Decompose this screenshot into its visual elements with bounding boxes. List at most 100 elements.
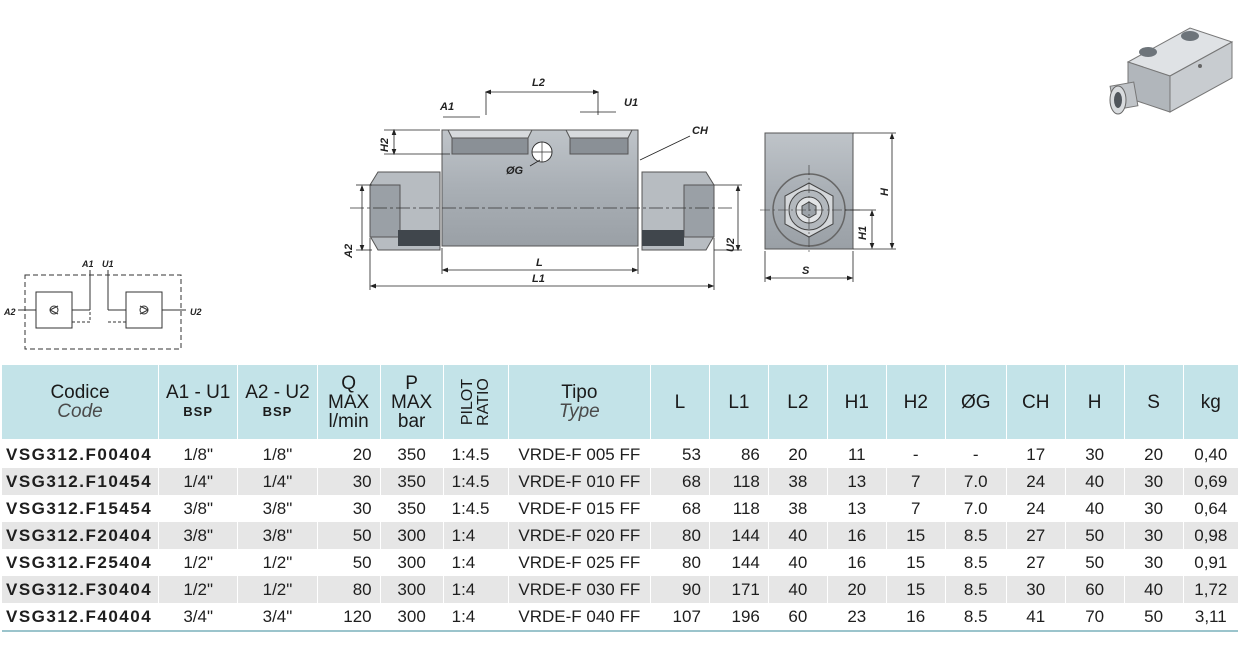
cell-a1u1: 3/8" <box>158 495 238 522</box>
cell-p: 350 <box>379 495 444 522</box>
cell-type: VRDE-F 040 FF <box>507 603 651 631</box>
schem-a2: A2 <box>3 307 16 317</box>
cell-ch: 24 <box>1005 468 1066 495</box>
cell-h2: 7 <box>885 468 946 495</box>
cell-l1: 171 <box>708 576 769 603</box>
cell-g: 7.0 <box>944 468 1007 495</box>
cell-q: 50 <box>316 549 381 576</box>
side-dimensions <box>764 132 896 282</box>
cell-l2: 40 <box>767 549 828 576</box>
col-l1: L1 <box>708 365 769 441</box>
cell-l1: 144 <box>708 549 769 576</box>
cell-h2: 7 <box>885 495 946 522</box>
dim-l2: L2 <box>532 77 545 89</box>
cell-kg: 1,72 <box>1182 576 1238 603</box>
cell-g: 8.5 <box>944 549 1007 576</box>
technical-drawing: L2 A1 U1 CH H2 ØG A2 U2 L L1 H H1 S <box>3 27 1234 350</box>
col-s: S <box>1123 365 1184 441</box>
cell-p: 300 <box>379 522 444 549</box>
dim-g: ØG <box>506 165 524 177</box>
col-l2: L2 <box>767 365 828 441</box>
cell-q: 50 <box>316 522 381 549</box>
cell-code: VSG312.F15454 <box>2 495 159 522</box>
table-row: VSG312.F40404 3/4" 3/4" 120 300 1:4 VRDE… <box>2 603 1238 631</box>
col-ch: CH <box>1005 365 1066 441</box>
cell-type: VRDE-F 015 FF <box>507 495 651 522</box>
cell-a1u1: 1/8" <box>158 440 238 468</box>
cell-a2u2: 1/4" <box>237 468 318 495</box>
cell-a2u2: 3/8" <box>237 495 318 522</box>
cell-h2: 15 <box>885 576 946 603</box>
table-row: VSG312.F30404 1/2" 1/2" 80 300 1:4 VRDE-… <box>2 576 1238 603</box>
cell-ratio: 1:4.5 <box>442 440 509 468</box>
cell-h1: 16 <box>826 522 887 549</box>
schem-a1: A1 <box>81 259 94 269</box>
cell-ratio: 1:4 <box>442 522 509 549</box>
cell-l2: 60 <box>767 603 828 631</box>
cell-p: 300 <box>379 549 444 576</box>
hydraulic-schematic <box>18 270 186 350</box>
cell-type: VRDE-F 020 FF <box>507 522 651 549</box>
cell-h: 30 <box>1064 440 1125 468</box>
cell-h: 50 <box>1064 522 1125 549</box>
cell-code: VSG312.F10454 <box>2 468 159 495</box>
cell-kg: 3,11 <box>1182 603 1238 631</box>
cell-a2u2: 3/4" <box>237 603 318 631</box>
cell-l1: 118 <box>708 468 769 495</box>
cell-l2: 38 <box>767 495 828 522</box>
cell-s: 30 <box>1123 468 1184 495</box>
cell-s: 30 <box>1123 495 1184 522</box>
cell-l2: 40 <box>767 576 828 603</box>
cell-l: 68 <box>649 495 710 522</box>
cell-a1u1: 1/2" <box>158 576 238 603</box>
cell-g: 8.5 <box>944 522 1007 549</box>
cell-kg: 0,40 <box>1182 440 1238 468</box>
cell-code: VSG312.F40404 <box>2 603 159 631</box>
col-g: ØG <box>944 365 1007 441</box>
cell-l1: 196 <box>708 603 769 631</box>
cell-g: - <box>944 440 1007 468</box>
col-h1: H1 <box>826 365 887 441</box>
cell-s: 40 <box>1123 576 1184 603</box>
cell-code: VSG312.F20404 <box>2 522 159 549</box>
side-view <box>760 132 860 255</box>
cell-a1u1: 1/4" <box>158 468 238 495</box>
cell-code: VSG312.F25404 <box>2 549 159 576</box>
cell-ratio: 1:4 <box>442 576 509 603</box>
cell-ch: 17 <box>1005 440 1066 468</box>
cell-l2: 38 <box>767 468 828 495</box>
dim-a1: A1 <box>439 101 454 113</box>
cell-h2: - <box>885 440 946 468</box>
cell-q: 30 <box>316 468 381 495</box>
cell-p: 300 <box>379 576 444 603</box>
cell-q: 120 <box>316 603 381 631</box>
cell-l1: 118 <box>708 495 769 522</box>
cell-s: 30 <box>1123 549 1184 576</box>
product-3d-illustration <box>1109 27 1234 115</box>
cell-h1: 13 <box>826 495 887 522</box>
cell-ratio: 1:4 <box>442 549 509 576</box>
cell-l: 80 <box>649 522 710 549</box>
cell-ratio: 1:4.5 <box>442 495 509 522</box>
col-h2: H2 <box>885 365 946 441</box>
cell-h: 70 <box>1064 603 1125 631</box>
dim-h2: H2 <box>379 138 391 152</box>
dim-l1: L1 <box>532 273 545 285</box>
table-row: VSG312.F00404 1/8" 1/8" 20 350 1:4.5 VRD… <box>2 440 1238 468</box>
cell-ch: 24 <box>1005 495 1066 522</box>
cell-a2u2: 1/8" <box>237 440 318 468</box>
schem-u2: U2 <box>190 307 202 317</box>
cell-h2: 15 <box>885 522 946 549</box>
cell-h: 60 <box>1064 576 1125 603</box>
cell-h1: 11 <box>826 440 887 468</box>
cell-l: 68 <box>649 468 710 495</box>
cell-s: 20 <box>1123 440 1184 468</box>
cell-p: 300 <box>379 603 444 631</box>
table-row: VSG312.F10454 1/4" 1/4" 30 350 1:4.5 VRD… <box>2 468 1238 495</box>
cell-l: 53 <box>649 440 710 468</box>
col-kg: kg <box>1182 365 1238 441</box>
